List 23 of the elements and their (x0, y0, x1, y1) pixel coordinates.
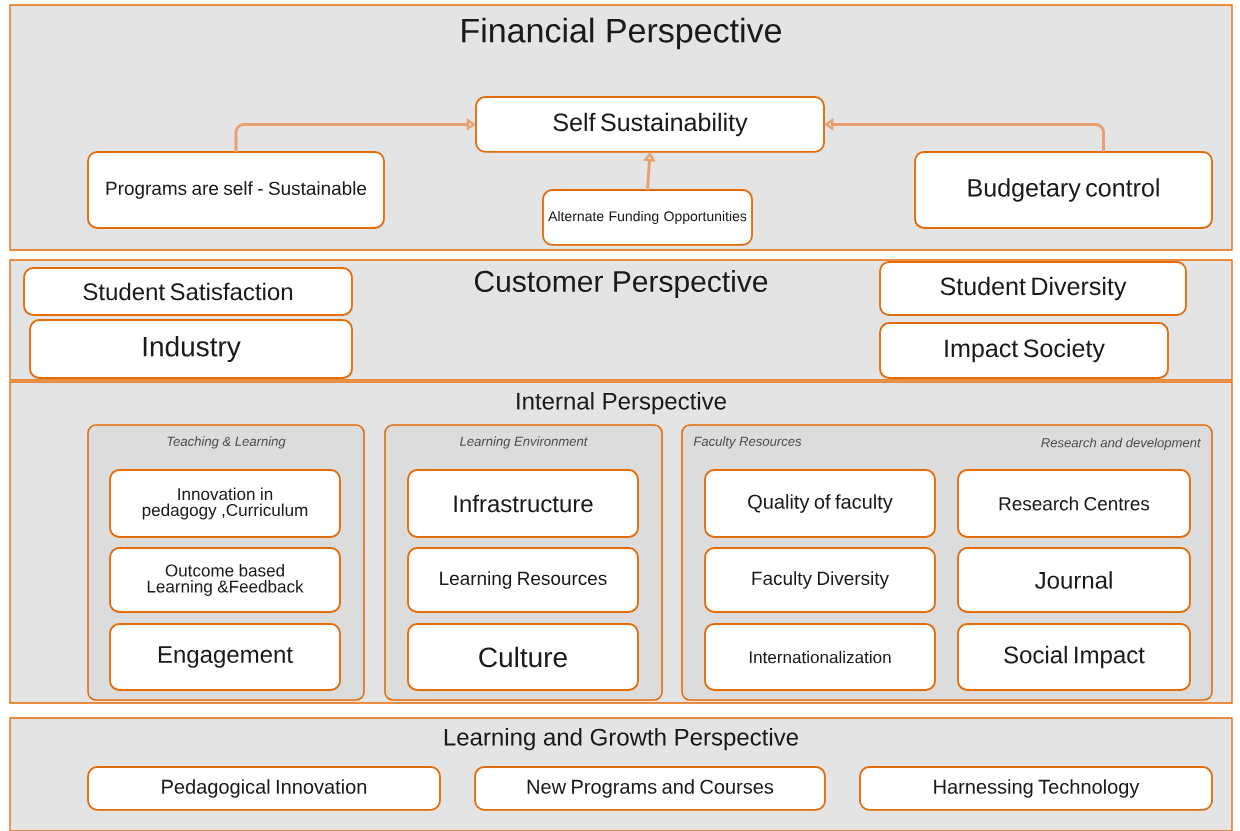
rounded-box: Engagement (109, 623, 341, 691)
rounded-box: Self Sustainability (475, 96, 825, 153)
rounded-box: Journal (957, 547, 1191, 613)
rounded-box: Student Diversity (879, 261, 1187, 316)
rounded-box: Industry (29, 319, 353, 379)
rounded-box: Student Satisfaction (23, 267, 353, 316)
rounded-box: Pedagogical Innovation (87, 766, 441, 811)
rounded-box: Alternate Funding Opportunities (542, 189, 753, 246)
rounded-box: Internationalization (704, 623, 936, 691)
rounded-box: Faculty Diversity (704, 547, 936, 613)
rounded-box: Infrastructure (407, 469, 639, 538)
rounded-box: Social Impact (957, 623, 1191, 691)
rounded-box: Learning Resources (407, 547, 639, 613)
rounded-box: Programs are self - Sustainable (87, 151, 385, 229)
rounded-box: Budgetary control (914, 151, 1213, 229)
rounded-box: Innovation in pedagogy ,Curriculum (109, 469, 341, 538)
rounded-box: Research Centres (957, 469, 1191, 538)
rounded-box: Harnessing Technology (859, 766, 1213, 811)
rounded-box: Quality of faculty (704, 469, 936, 538)
rounded-box: Culture (407, 623, 639, 691)
rounded-box: Outcome based Learning &Feedback (109, 547, 341, 613)
rounded-box: New Programs and Courses (474, 766, 826, 811)
rounded-box: Impact Society (879, 322, 1169, 379)
